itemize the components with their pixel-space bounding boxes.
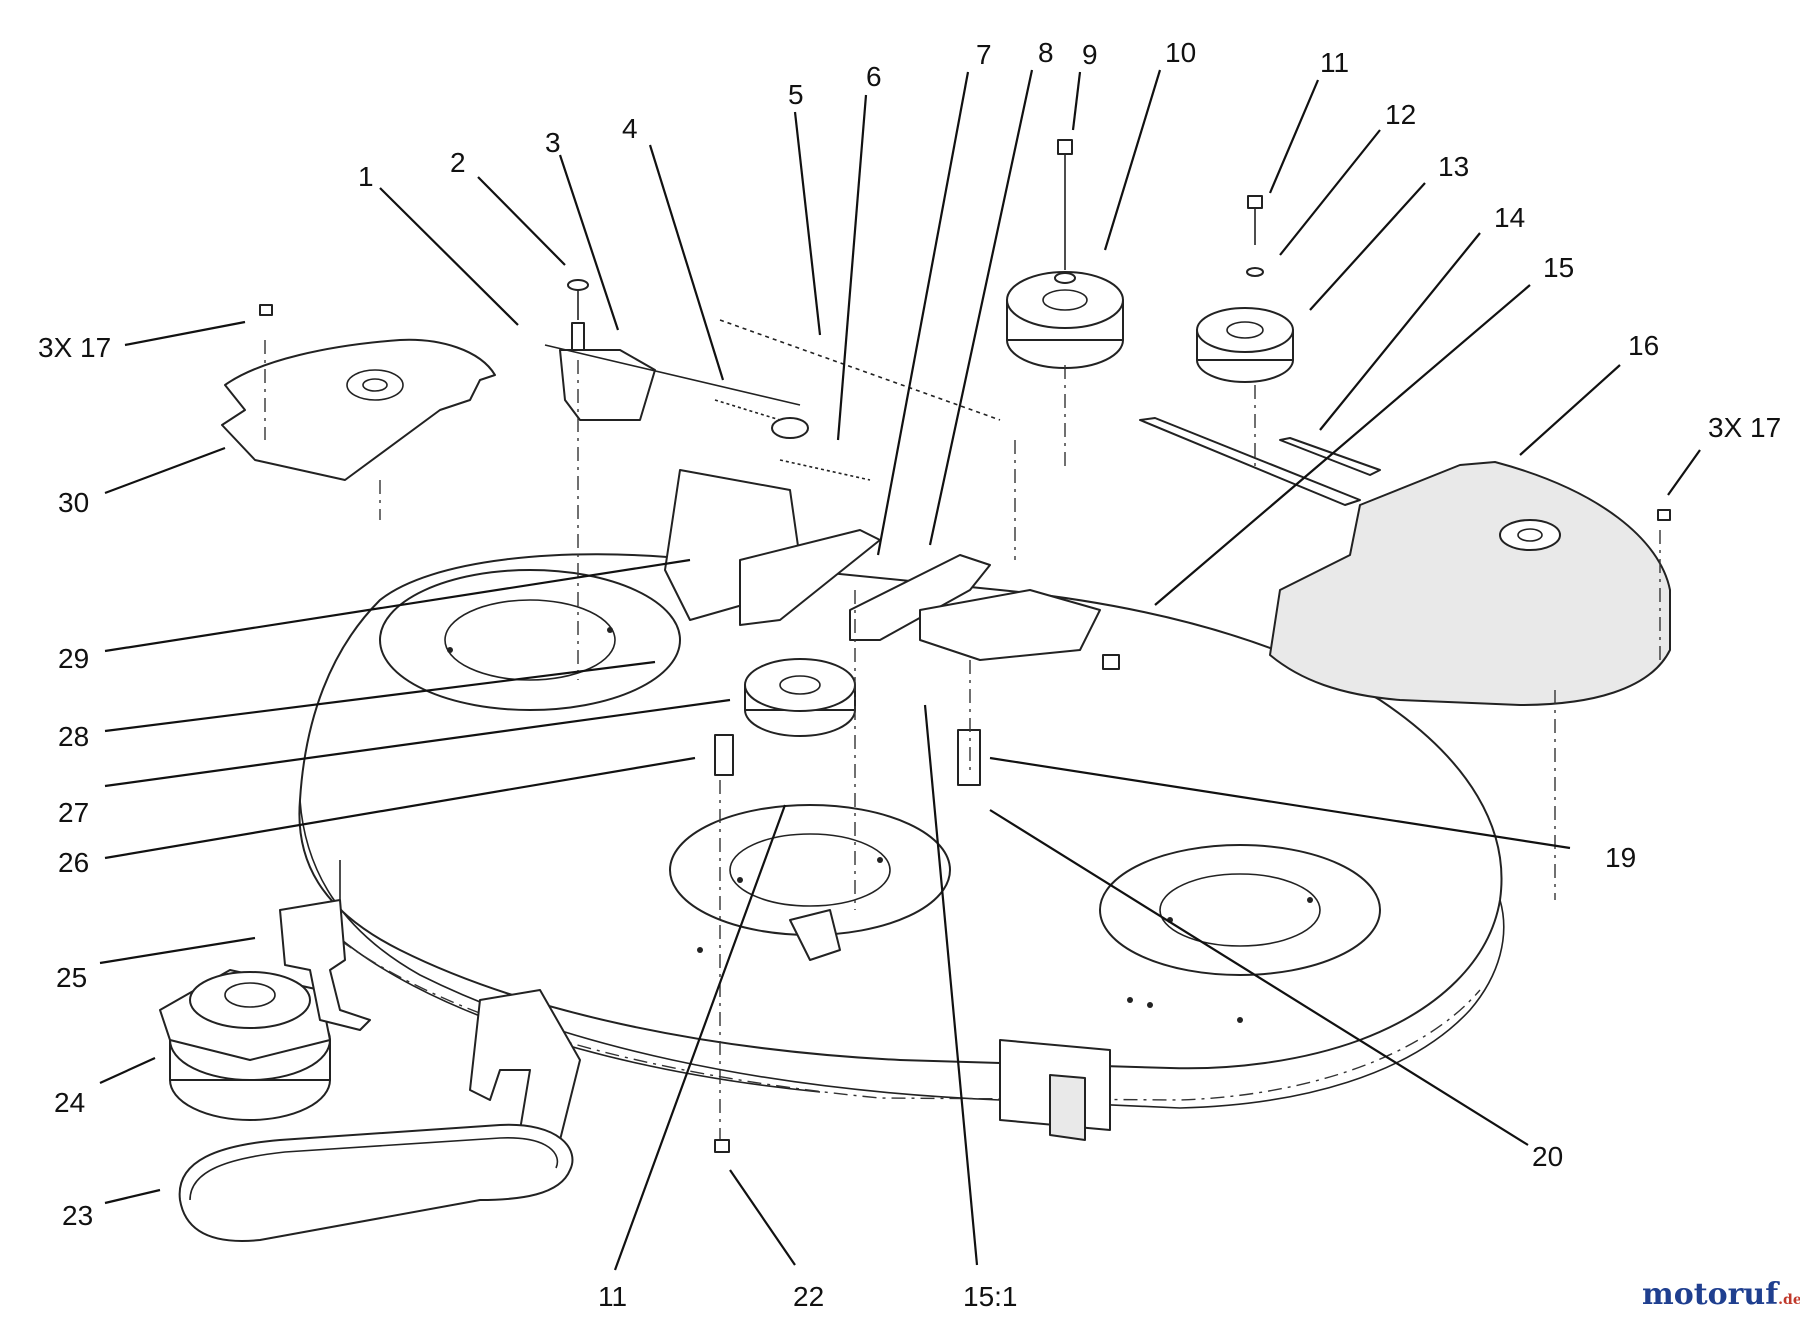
watermark-suffix: .de — [1778, 1292, 1800, 1308]
callout-13: 13 — [1438, 151, 1469, 182]
belt-guide — [1139, 417, 1381, 506]
callout-7: 7 — [976, 39, 992, 70]
callout-24: 24 — [54, 1087, 85, 1118]
callout-25: 25 — [56, 962, 87, 993]
callout-3x17-right: 3X 17 — [1708, 412, 1781, 443]
watermark-logo: motoruf.de — [1642, 1277, 1800, 1312]
callout-9: 9 — [1082, 39, 1098, 70]
callout-23: 23 — [62, 1200, 93, 1231]
spring-and-eyebolt — [544, 279, 1001, 481]
callout-3x17-left: 3X 17 — [38, 332, 111, 363]
right-belt-cover — [1269, 461, 1671, 706]
leader-lines — [99, 69, 1701, 1271]
mower-deck — [298, 553, 1505, 1141]
callout-19: 19 — [1605, 842, 1636, 873]
callout-30: 30 — [58, 487, 89, 518]
left-belt-cover — [221, 338, 496, 481]
idler-arm-assembly — [664, 469, 1101, 661]
fasteners — [259, 304, 1671, 1153]
spindle-pulley-27 — [744, 658, 856, 737]
callout-20: 20 — [1532, 1141, 1563, 1172]
callout-labels: 1 2 3 4 5 6 7 8 9 10 11 12 13 14 15 16 3… — [38, 37, 1781, 1312]
watermark-brand: motoruf — [1642, 1277, 1780, 1312]
callout-27: 27 — [58, 797, 89, 828]
watermark-text: motoruf.de — [1642, 1277, 1800, 1312]
spacer-26 — [714, 734, 734, 776]
drive-belt — [178, 1123, 574, 1242]
electric-clutch — [159, 969, 331, 1121]
assembly-centerlines — [264, 340, 1661, 1150]
callout-28: 28 — [58, 721, 89, 752]
callout-10: 10 — [1165, 37, 1196, 68]
callout-4: 4 — [622, 113, 638, 144]
anti-rotation-bracket — [279, 860, 371, 1031]
callout-6: 6 — [866, 61, 882, 92]
callout-5: 5 — [788, 79, 804, 110]
callout-1: 1 — [358, 161, 374, 192]
callout-8: 8 — [1038, 37, 1054, 68]
callout-14: 14 — [1494, 202, 1525, 233]
callout-29: 29 — [58, 643, 89, 674]
callout-15: 15 — [1543, 252, 1574, 283]
idler-pulley-13 — [1196, 195, 1294, 383]
callout-11-bottom: 11 — [598, 1281, 627, 1312]
callout-2: 2 — [450, 147, 466, 178]
callout-16: 16 — [1628, 330, 1659, 361]
callout-12: 12 — [1385, 99, 1416, 130]
callout-11-top: 11 — [1320, 47, 1349, 78]
callout-3: 3 — [545, 127, 561, 158]
idler-pulley-10 — [1006, 139, 1124, 369]
callout-26: 26 — [58, 847, 89, 878]
spacer-19 — [957, 729, 981, 786]
callout-15-1: 15:1 — [963, 1281, 1018, 1312]
callout-22: 22 — [793, 1281, 824, 1312]
